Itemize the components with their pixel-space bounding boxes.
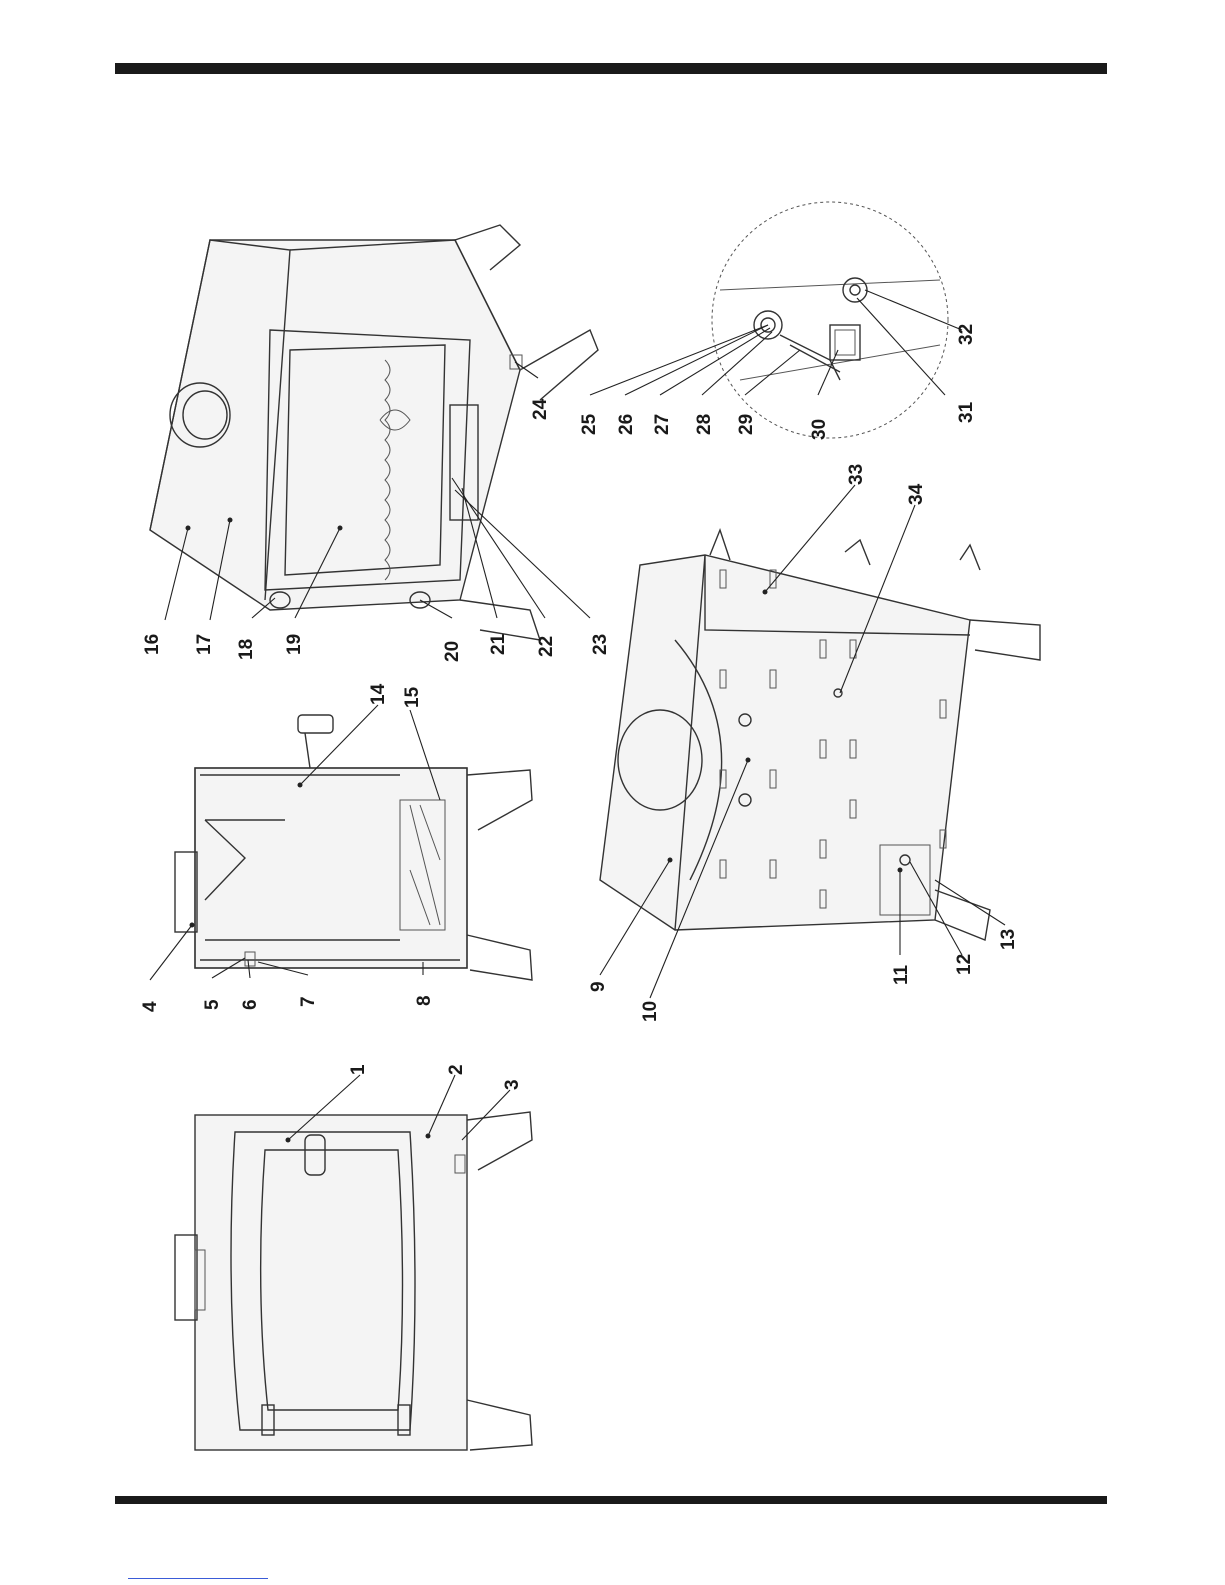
callout-21: 21 bbox=[488, 633, 509, 655]
callout-25: 25 bbox=[579, 413, 600, 435]
callout-34: 34 bbox=[906, 483, 927, 505]
callout-1: 1 bbox=[348, 1064, 369, 1075]
callout-9: 9 bbox=[588, 981, 609, 992]
front-view bbox=[175, 1112, 532, 1450]
callout-20: 20 bbox=[442, 641, 463, 662]
callout-14: 14 bbox=[368, 683, 389, 705]
callout-30: 30 bbox=[809, 419, 830, 440]
callout-23: 23 bbox=[590, 634, 611, 655]
callout-18: 18 bbox=[236, 639, 257, 660]
callout-31: 31 bbox=[956, 401, 977, 423]
open-stove-view bbox=[150, 225, 598, 640]
section-view bbox=[175, 715, 532, 980]
callout-24: 24 bbox=[530, 398, 551, 420]
callout-32: 32 bbox=[956, 324, 977, 345]
callout-5: 5 bbox=[202, 999, 223, 1010]
callout-8: 8 bbox=[414, 995, 435, 1006]
callout-13: 13 bbox=[998, 929, 1019, 950]
callout-17: 17 bbox=[194, 634, 215, 655]
callout-26: 26 bbox=[616, 414, 637, 435]
callout-2: 2 bbox=[446, 1064, 467, 1075]
callout-22: 22 bbox=[536, 636, 557, 657]
callout-15: 15 bbox=[402, 686, 423, 708]
callout-28: 28 bbox=[694, 414, 715, 435]
callout-27: 27 bbox=[652, 414, 673, 435]
callout-16: 16 bbox=[142, 634, 163, 655]
callout-19: 19 bbox=[284, 634, 305, 655]
callout-6: 6 bbox=[240, 999, 261, 1010]
callout-33: 33 bbox=[846, 464, 867, 485]
callout-29: 29 bbox=[736, 414, 757, 435]
callout-11: 11 bbox=[891, 964, 912, 985]
callout-3: 3 bbox=[502, 1079, 523, 1090]
callout-12: 12 bbox=[954, 954, 975, 975]
callout-10: 10 bbox=[640, 1001, 661, 1022]
detail-view bbox=[712, 202, 948, 438]
rear-view bbox=[600, 530, 1040, 940]
callout-4: 4 bbox=[140, 1001, 161, 1012]
callout-7: 7 bbox=[298, 996, 319, 1007]
